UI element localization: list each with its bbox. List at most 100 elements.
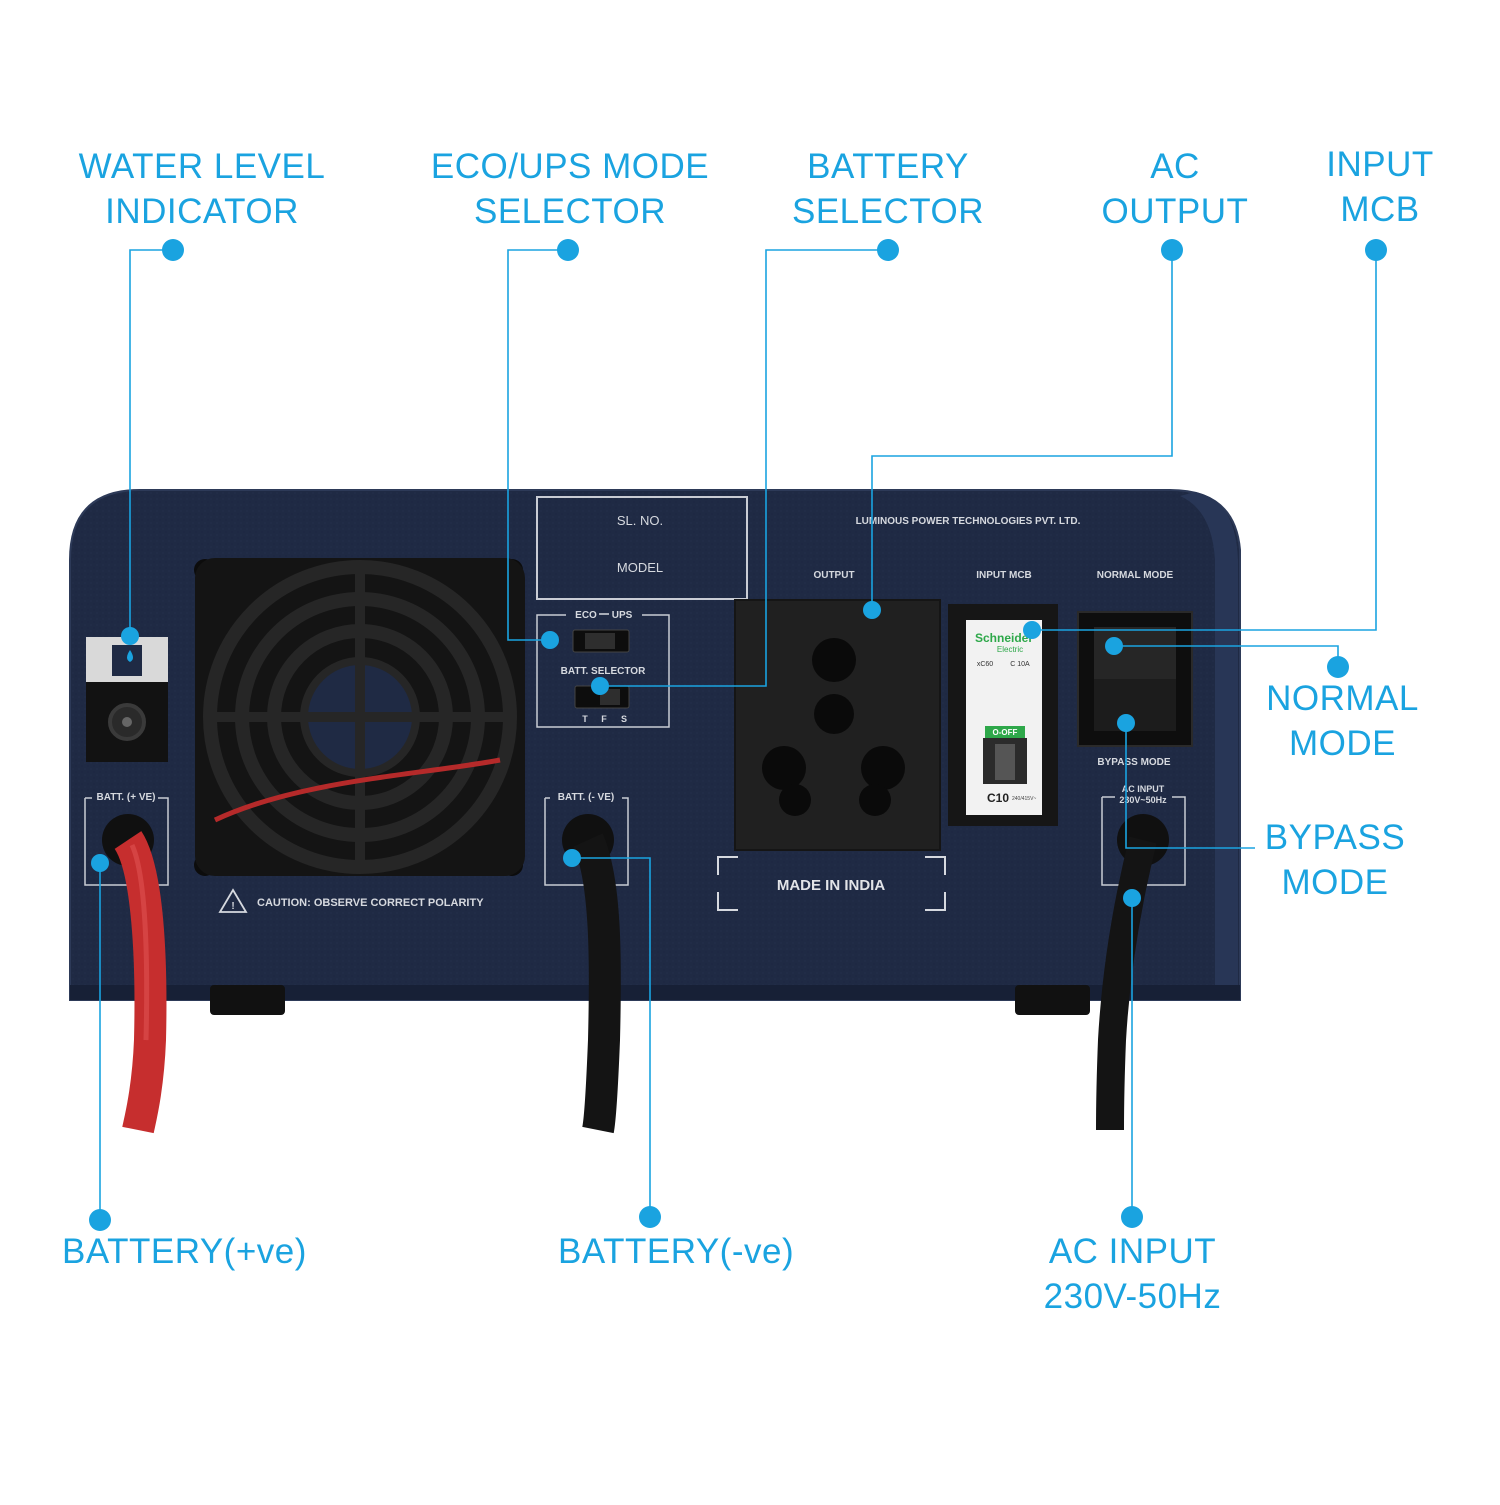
eco-ups-switch[interactable] (572, 629, 630, 653)
callout-line: MODE (1281, 862, 1389, 902)
dot-ac-input-label (1121, 1206, 1143, 1228)
input-mcb-label: INPUT MCB (976, 570, 1032, 581)
batt-selector-label: BATT. SELECTOR (561, 666, 646, 677)
dot-battery-neg-target (563, 849, 581, 867)
callout-bypass-mode: BYPASS MODE (1250, 816, 1420, 906)
housing-side-edge (1180, 492, 1238, 1000)
output-label: OUTPUT (813, 570, 854, 581)
callout-line: ECO/UPS MODE (430, 147, 710, 186)
ac-input-label: AC INPUT (1122, 784, 1165, 794)
serial-model-box: SL. NO. MODEL (536, 496, 748, 600)
callout-ac-input: AC INPUT 230V-50Hz (1020, 1230, 1245, 1320)
dot-bypass-mode-target (1117, 714, 1135, 732)
selector-pos-f: F (601, 714, 607, 724)
leader-water-level (129, 249, 173, 636)
leader-lines (99, 249, 1377, 1220)
callout-line: BATTERY(-ve) (558, 1232, 795, 1271)
dot-normal-mode-label (1327, 656, 1349, 678)
made-in-india-box: MADE IN INDIA (717, 856, 946, 911)
ac-input-cable (1096, 814, 1169, 1131)
selector-pos-t: T (582, 714, 588, 724)
caution-label: ! CAUTION: OBSERVE CORRECT POLARITY (218, 888, 484, 913)
leader-battery-selector (600, 249, 888, 687)
batt-positive-box: BATT. (+ VE) (84, 792, 169, 886)
leader-bypass-mode (1125, 723, 1255, 849)
leader-eco-ups (507, 249, 568, 641)
model-label: MODEL (617, 560, 663, 575)
callout-line: INDICATOR (105, 191, 299, 231)
selector-pos-s: S (621, 714, 627, 724)
mcb-voltage: 240/415V~ (1012, 796, 1036, 802)
batt-negative-box: BATT. (- VE) (544, 792, 629, 886)
mcb-series: xC60 (977, 661, 993, 668)
batt-pos-label: BATT. (+ VE) (97, 792, 156, 803)
callout-eco-ups-mode-selector: ECO/UPS MODE SELECTOR (410, 145, 730, 235)
dot-battery-pos-label (89, 1209, 111, 1231)
dot-water-level-label (162, 239, 184, 261)
cooling-fan-grille (195, 558, 525, 876)
ac-input-box: AC INPUT 230V~50Hz (1101, 784, 1186, 886)
callout-line: AC (1150, 147, 1200, 186)
dot-ac-output-target (863, 601, 881, 619)
leader-ac-output (871, 250, 1173, 610)
callout-line: 230V-50Hz (1043, 1276, 1222, 1316)
eco-label: ECO (575, 610, 597, 621)
housing-bottom-edge (70, 985, 1240, 1000)
mcb-brand: Schneider (975, 631, 1033, 645)
foot-left (210, 985, 285, 1015)
mcb-rating: C 10A (1010, 661, 1030, 668)
callout-line: INPUT (1326, 145, 1434, 184)
callout-line: OUTPUT (1101, 191, 1249, 231)
dot-water-level-target (121, 627, 139, 645)
dot-battery-selector-target (591, 677, 609, 695)
sl-no-label: SL. NO. (617, 513, 663, 528)
company-name: LUMINOUS POWER TECHNOLOGIES PVT. LTD. (856, 516, 1081, 527)
callout-normal-mode: NORMAL MODE (1250, 677, 1435, 767)
dot-battery-pos-target (91, 854, 109, 872)
callout-line: SELECTOR (473, 191, 667, 231)
battery-positive-cable (102, 814, 167, 1134)
foot-right (1015, 985, 1090, 1015)
callout-ac-output: AC OUTPUT (1085, 145, 1265, 235)
dot-eco-ups-label (557, 239, 579, 261)
callout-line: AC INPUT (1048, 1232, 1217, 1271)
ups-label: UPS (612, 610, 633, 621)
dot-input-mcb-label (1365, 239, 1387, 261)
normal-mode-label: NORMAL MODE (1097, 570, 1174, 581)
dot-eco-ups-target (541, 631, 559, 649)
leader-input-mcb (1032, 250, 1377, 631)
callout-battery-positive: BATTERY(+ve) (62, 1230, 307, 1275)
callout-line: BATTERY (807, 147, 969, 186)
batt-neg-label: BATT. (- VE) (558, 792, 614, 803)
leader-dots (89, 239, 1387, 1231)
bypass-mode-label: BYPASS MODE (1097, 757, 1170, 768)
leader-battery-neg (572, 857, 651, 1217)
input-mcb-breaker[interactable]: Schneider Electric xC60 C 10A O-OFF C10 … (948, 604, 1058, 826)
callout-line: SELECTOR (791, 191, 985, 231)
mcb-code: C10 (987, 791, 1009, 805)
selector-block: ECO UPS BATT. SELECTOR T F S (536, 608, 670, 728)
callout-line: NORMAL (1266, 679, 1419, 718)
dot-ac-output-label (1161, 239, 1183, 261)
dot-input-mcb-target (1023, 621, 1041, 639)
callout-line: WATER LEVEL (78, 147, 326, 186)
callout-input-mcb: INPUT MCB (1305, 143, 1455, 233)
svg-text:!: ! (231, 901, 234, 912)
dot-battery-neg-label (639, 1206, 661, 1228)
normal-bypass-rocker-switch[interactable] (1077, 611, 1193, 747)
callout-line: MODE (1289, 723, 1396, 763)
made-in-india-label: MADE IN INDIA (777, 877, 886, 894)
water-level-indicator (86, 637, 168, 762)
caution-text: CAUTION: OBSERVE CORRECT POLARITY (257, 897, 484, 909)
callout-water-level-indicator: WATER LEVEL INDICATOR (52, 145, 352, 235)
callout-line: BATTERY(+ve) (62, 1232, 307, 1271)
ac-output-socket[interactable] (734, 599, 941, 851)
mcb-brand-sub: Electric (997, 645, 1023, 654)
ac-input-rating: 230V~50Hz (1119, 795, 1167, 805)
callout-battery-negative: BATTERY(-ve) (558, 1230, 794, 1275)
callout-line: BYPASS (1264, 818, 1406, 857)
dot-battery-selector-label (877, 239, 899, 261)
dot-normal-mode-target (1105, 637, 1123, 655)
